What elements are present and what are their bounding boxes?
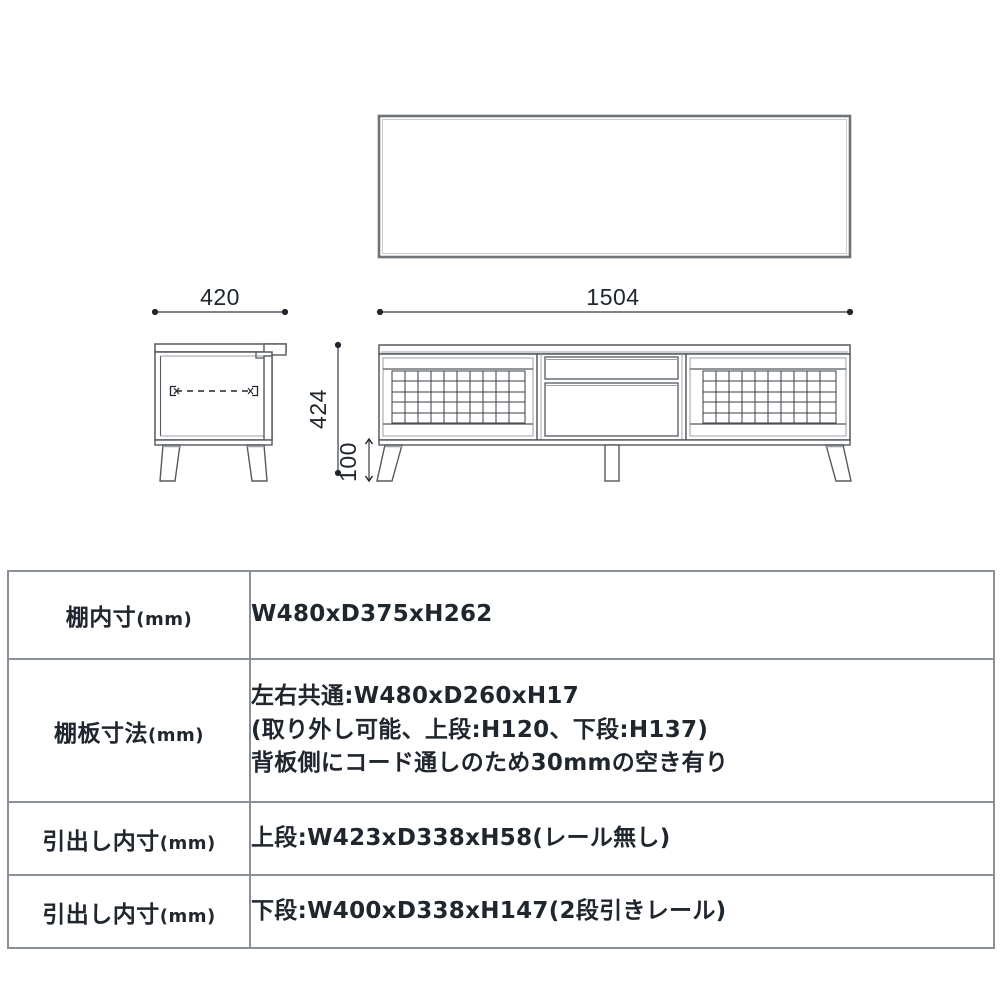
front-left-leg [376, 444, 403, 482]
side-shelf-left-bracket [169, 385, 176, 397]
width-dim-right-dot [846, 308, 854, 316]
front-upper-drawer [544, 356, 679, 380]
table-row: 棚板寸法(mm) 左右共通:W480xD260xH17 (取り外し可能、上段:H… [7, 658, 995, 803]
side-shelf-right-x2 [247, 387, 254, 395]
width-dimension-label: 1504 [586, 284, 639, 310]
depth-dim-left-dot [151, 308, 159, 316]
side-door-panel [263, 355, 273, 441]
spec-row-label: 棚内寸(mm) [65, 605, 193, 631]
spec-value-cell: 上段:W423xD338xH58(レール無し) [249, 801, 995, 876]
spec-value-cell: 左右共通:W480xD260xH17 (取り外し可能、上段:H120、下段:H1… [249, 658, 995, 803]
side-door-hinge-notch [255, 352, 264, 359]
width-dim-left-dot [376, 308, 384, 316]
spec-label-cell: 引出し内寸(mm) [7, 874, 251, 949]
spec-label-cell: 棚板寸法(mm) [7, 658, 251, 803]
table-row: 引出し内寸(mm) 下段:W400xD338xH147(2段引きレール) [7, 874, 995, 949]
spec-row-label: 引出し内寸(mm) [42, 828, 216, 855]
leg-height-dimension-label: 100 [335, 442, 361, 482]
side-right-leg [246, 444, 268, 482]
side-elevation-view [154, 343, 287, 482]
spec-value-cell: W480xD375xH262 [249, 570, 995, 660]
spec-row-label: 棚板寸法(mm) [54, 720, 204, 747]
front-lower-drawer [544, 382, 679, 437]
height-dimension-424: 424 [305, 341, 342, 477]
top-plan-inner-outline [382, 119, 847, 254]
depth-dim-right-dot [281, 308, 289, 316]
side-shelf-right-bracket [252, 385, 259, 397]
spec-row-label: 引出し内寸(mm) [42, 901, 216, 928]
table-row: 引出し内寸(mm) 上段:W423xD338xH58(レール無し) [7, 801, 995, 876]
depth-dimension-label: 420 [200, 284, 240, 310]
spec-label-cell: 引出し内寸(mm) [7, 801, 251, 876]
front-right-mesh-door [689, 357, 847, 437]
leg-dim-bottom-arrow [364, 475, 374, 483]
depth-dimension-420: 420 [151, 284, 289, 316]
table-row: 棚内寸(mm) W480xD375xH262 [7, 570, 995, 660]
side-bottom-rail [154, 439, 273, 446]
front-left-mesh-grid [391, 370, 526, 424]
technical-drawing-area: 420 1504 [151, 114, 854, 483]
front-bottom-rail [378, 439, 851, 446]
spec-value-text: 上段:W423xD338xH58(レール無し) [251, 824, 671, 851]
leg-dim-top-arrow [364, 437, 374, 445]
front-top-board [378, 344, 851, 355]
height-dim-bottom-dot [334, 469, 342, 477]
width-dimension-1504: 1504 [376, 284, 854, 316]
spec-value-text: 下段:W400xD338xH147(2段引きレール) [251, 897, 727, 924]
spec-value-cell: 下段:W400xD338xH147(2段引きレール) [249, 874, 995, 949]
spec-value-text: W480xD375xH262 [251, 601, 493, 628]
leg-height-dimension-100: 100 [335, 437, 374, 483]
front-left-mesh-door [382, 357, 534, 437]
spec-value-text: 左右共通:W480xD260xH17 (取り外し可能、上段:H120、下段:H1… [251, 683, 729, 777]
front-center-drawers [544, 356, 679, 437]
front-center-leg [604, 444, 620, 482]
height-dimension-label: 424 [305, 389, 331, 429]
specification-table: 棚内寸(mm) W480xD375xH262 棚板寸法(mm) 左右共通:W48… [7, 570, 995, 949]
front-right-mesh-grid [702, 370, 837, 424]
side-shelf-left-x2 [173, 387, 180, 395]
front-right-leg [825, 444, 852, 482]
spec-table-body: 棚内寸(mm) W480xD375xH262 棚板寸法(mm) 左右共通:W48… [7, 570, 995, 949]
height-dim-top-dot [334, 341, 342, 349]
spec-label-cell: 棚内寸(mm) [7, 570, 251, 660]
front-elevation-view [376, 344, 852, 482]
side-hidden-shelf [169, 385, 259, 397]
technical-drawing-svg: 420 1504 [151, 114, 854, 483]
top-plan-outline [377, 114, 852, 259]
side-left-leg [159, 444, 181, 482]
top-plan-view [377, 114, 852, 259]
side-back-panel-nub [263, 343, 287, 356]
